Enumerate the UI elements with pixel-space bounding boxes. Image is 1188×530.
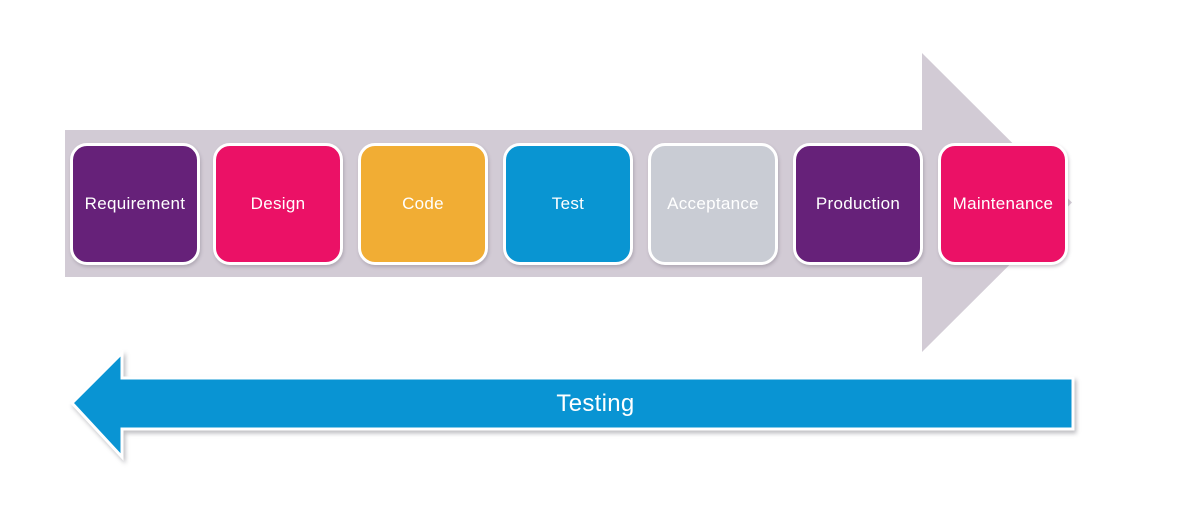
stage-label: Requirement	[84, 194, 186, 213]
testing-arrow-label: Testing	[556, 390, 635, 417]
stage-box-requirement: Requirement	[70, 143, 200, 265]
stage-label: Acceptance	[667, 194, 759, 213]
stage-box-code: Code	[358, 143, 488, 265]
stage-box-maintenance: Maintenance	[938, 143, 1068, 265]
testing-arrow	[69, 349, 1075, 461]
stage-label: Design	[250, 194, 306, 213]
stage-label: Code	[402, 194, 444, 213]
stage-box-production: Production	[793, 143, 923, 265]
stage-box-acceptance: Acceptance	[648, 143, 778, 265]
stage-box-design: Design	[213, 143, 343, 265]
stage-label: Test	[551, 194, 585, 213]
stage-label: Maintenance	[952, 194, 1054, 213]
process-arrow-body	[65, 130, 922, 277]
stage-label: Production	[815, 194, 901, 213]
left-arrow-icon	[69, 349, 1075, 461]
stage-box-test: Test	[503, 143, 633, 265]
